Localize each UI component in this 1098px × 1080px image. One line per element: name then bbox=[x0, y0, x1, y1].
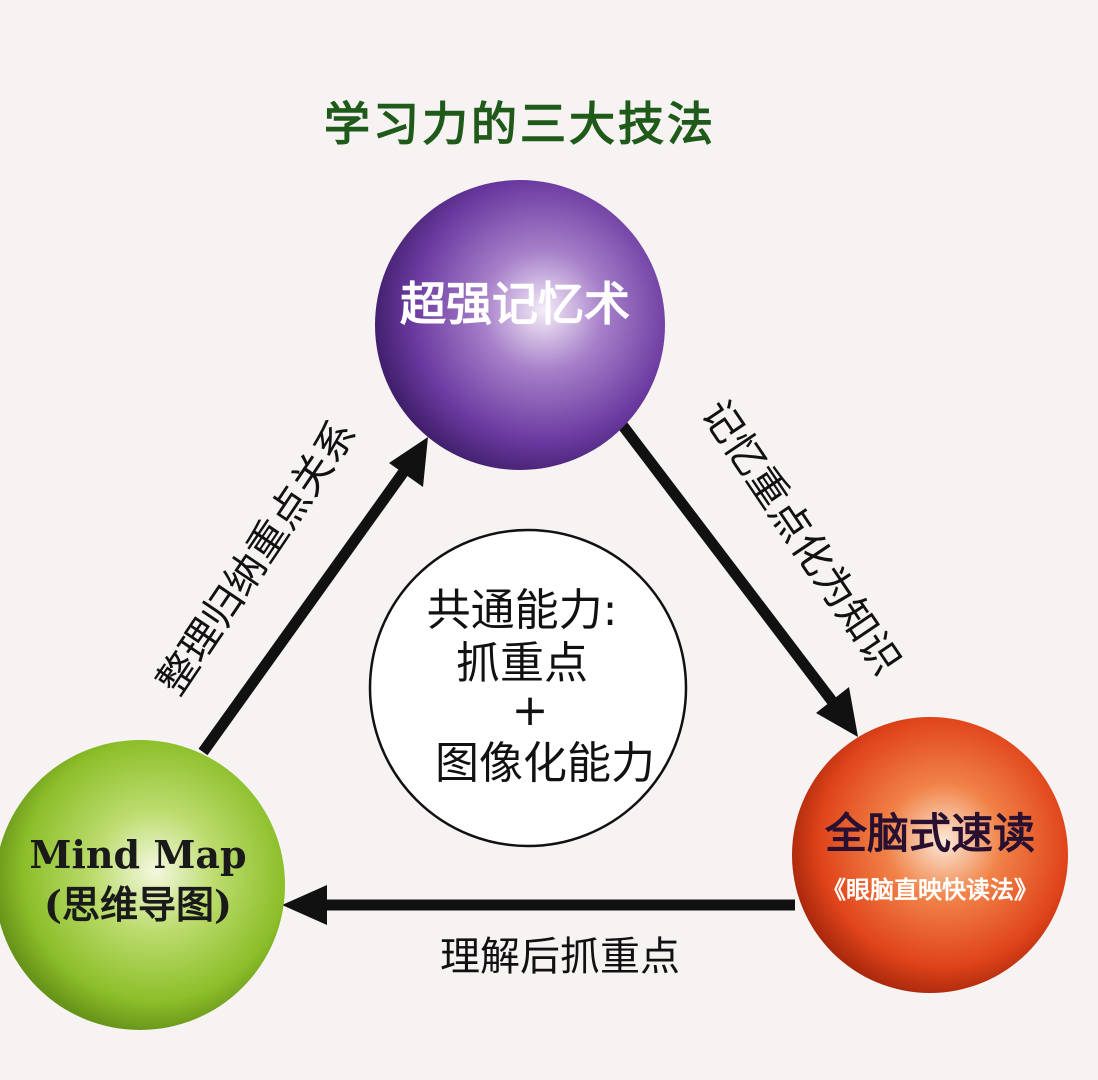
center-line-3: + bbox=[512, 685, 549, 736]
node-right-sublabel: 《眼脑直映快读法》 bbox=[822, 875, 1038, 904]
page-title: 学习力的三大技法 bbox=[324, 97, 716, 151]
center-line-4: 图像化能力 bbox=[435, 738, 655, 789]
arrow-left-to-top bbox=[198, 437, 428, 756]
center-line-1: 共通能力: bbox=[427, 585, 618, 636]
node-left: Mind Map (思维导图) bbox=[0, 740, 285, 1030]
node-top-label: 超强记忆术 bbox=[400, 277, 630, 331]
node-right-label: 全脑式速读 bbox=[824, 809, 1035, 858]
center-circle: 共通能力: 抓重点 + 图像化能力 bbox=[368, 528, 688, 848]
node-top: 超强记忆术 bbox=[375, 180, 665, 470]
arrow-top-to-right bbox=[612, 414, 858, 737]
node-left-label-line1: Mind Map bbox=[29, 832, 246, 877]
center-line-2: 抓重点 bbox=[456, 638, 588, 689]
edge-label-right-to-left: 理解后抓重点 bbox=[440, 934, 680, 980]
edge-label-left-to-top: 整理归纳重点关系 bbox=[149, 412, 366, 703]
node-right: 全脑式速读 《眼脑直映快读法》 bbox=[792, 717, 1068, 993]
edge-label-top-to-right: 记忆重点化为知识 bbox=[692, 392, 909, 683]
arrow-right-to-left bbox=[282, 885, 795, 925]
node-left-label-line2: (思维导图) bbox=[44, 882, 232, 927]
